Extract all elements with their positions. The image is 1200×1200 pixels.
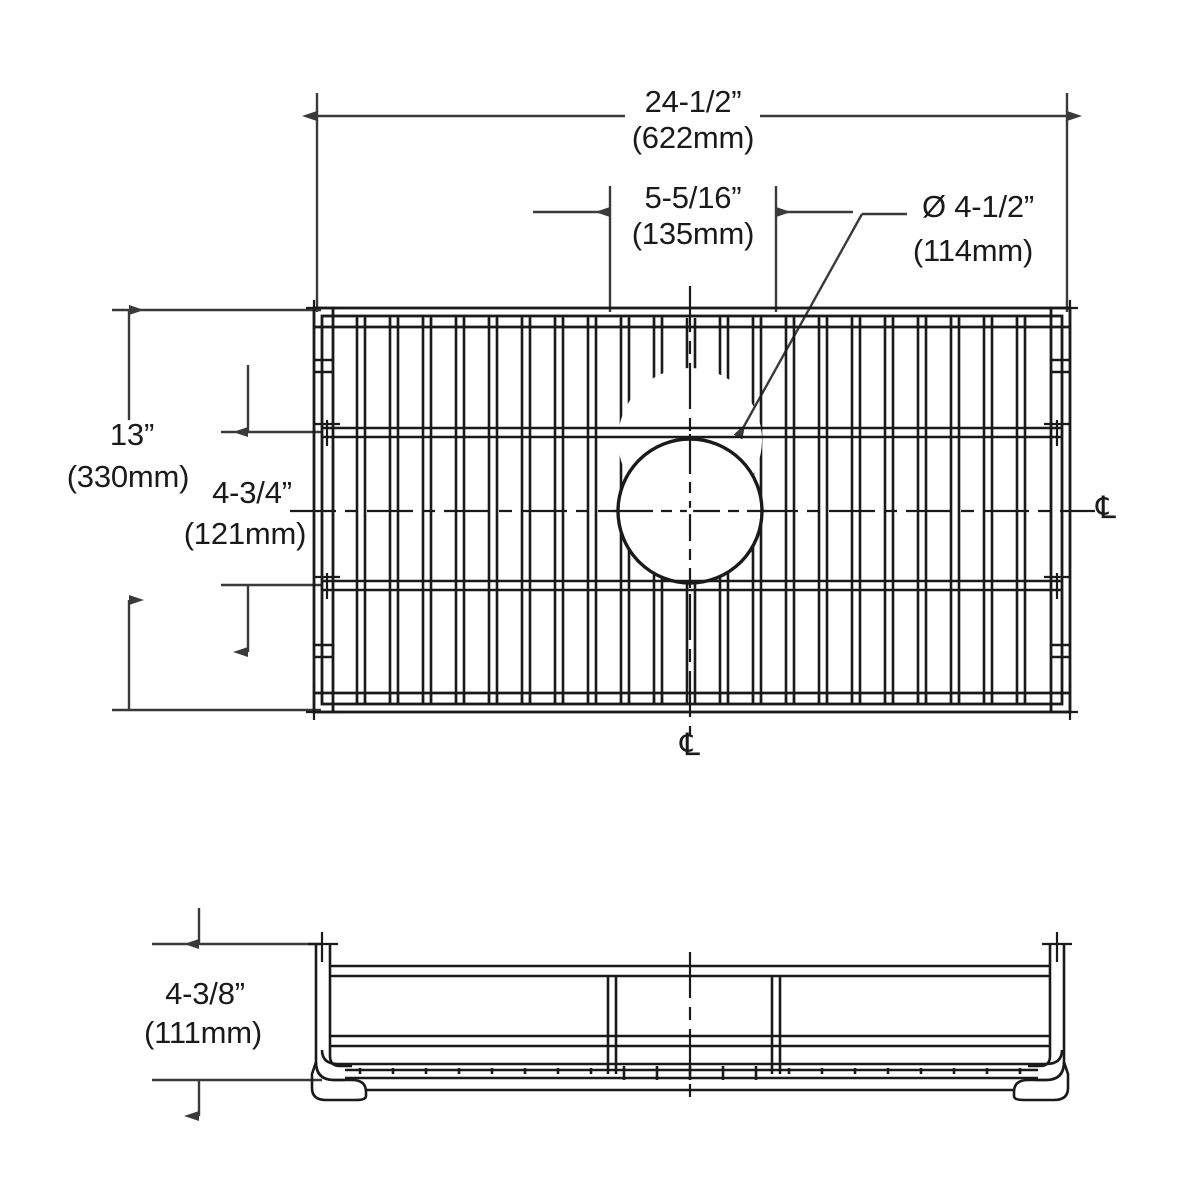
- centerline-symbol-bottom: ℄: [679, 727, 700, 762]
- depth-extension-lines: [112, 308, 321, 712]
- side-view: 4-3/8” (111mm): [144, 908, 1072, 1121]
- overall-depth-imperial: 13”: [110, 417, 154, 452]
- corner-weld-marks: [306, 300, 1078, 720]
- hole-diameter-leader: Ø 4-1/2” (114mm): [733, 189, 1034, 440]
- side-view-weld-marks: [308, 932, 1072, 962]
- hole-offset-metric: (135mm): [632, 216, 755, 251]
- horizontal-rails: [323, 426, 1061, 592]
- hole-offset-dimension: 5-5/16” (135mm): [533, 180, 853, 251]
- rack-body: [310, 944, 1070, 1102]
- drain-hole-center-mark: [686, 507, 694, 515]
- hole-offset-imperial: 5-5/16”: [645, 180, 742, 215]
- overall-width-imperial: 24-1/2”: [645, 84, 742, 119]
- rail-offset-imperial: 4-3/4”: [212, 475, 292, 510]
- overall-width-dimension: 24-1/2” (622mm): [302, 84, 1082, 155]
- hole-diameter-imperial: Ø 4-1/2”: [922, 189, 1034, 224]
- overall-depth-metric: (330mm): [67, 459, 190, 494]
- overall-depth-dimension: 13” (330mm): [67, 305, 190, 710]
- rail-offset-dimension: 4-3/4” (121mm): [184, 365, 307, 657]
- centerline-symbol-right: ℄: [1095, 490, 1116, 525]
- overall-width-metric: (622mm): [632, 120, 755, 155]
- overall-height-dimension: 4-3/8” (111mm): [144, 908, 262, 1121]
- rail-offset-metric: (121mm): [184, 516, 307, 551]
- height-extension-lines: [152, 942, 322, 1082]
- bottom-wire-ticks: [358, 1066, 1022, 1080]
- frame-weld-ticks: [314, 316, 1070, 704]
- width-extension-lines: [315, 93, 1069, 312]
- overall-height-imperial: 4-3/8”: [165, 976, 245, 1011]
- overall-height-metric: (111mm): [144, 1015, 262, 1050]
- hole-diameter-metric: (114mm): [913, 233, 1033, 268]
- wire-grid: [306, 300, 1078, 720]
- plan-view: 24-1/2” (622mm) 5-5/16” (135mm) Ø 4-1/2”…: [67, 84, 1116, 762]
